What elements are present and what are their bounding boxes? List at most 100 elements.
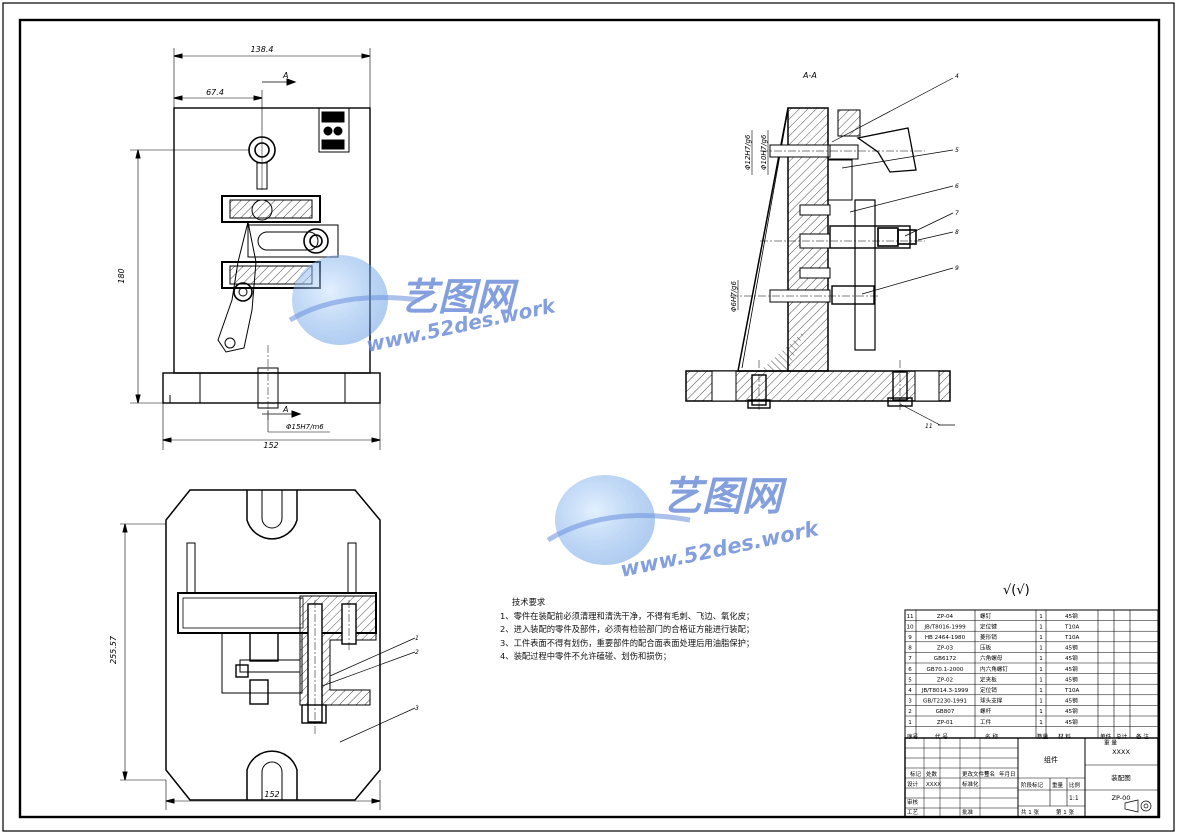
bom-cell-code: HB 2464-1980: [925, 635, 966, 641]
bom-cell-mat: 45钢: [1065, 718, 1078, 726]
section-view: [685, 77, 955, 426]
bom-cell-code: GB70.1-2000: [927, 667, 964, 673]
dim-base-width: 152: [263, 441, 278, 450]
section-arrow-a-bottom: A: [282, 405, 288, 414]
bom-cell-no: 7: [908, 656, 912, 662]
tb-std: 标准化: [962, 780, 979, 788]
bom-cell-qty: 1: [1039, 667, 1043, 673]
section-arrow-a-top: A: [282, 71, 288, 80]
tb-approve: 批准: [962, 808, 974, 816]
tech-item: 3、工件表面不得有划伤，重要部件的配合面表面处理后用油脂保护；: [500, 637, 755, 648]
balloon: 9: [955, 265, 959, 272]
bom-cell-mat: T10A: [1064, 624, 1080, 630]
balloon: 11: [925, 423, 933, 430]
projection-symbol-icon: [1124, 799, 1152, 813]
plan-view: [120, 489, 416, 810]
bom-header: 名 称: [985, 733, 998, 741]
tech-item: 4、装配过程中零件不允许磕碰、划伤和损伤；: [500, 651, 672, 662]
tb-sheet-no: 第 1 张: [1056, 808, 1074, 816]
dim-front-width: 138.4: [251, 45, 274, 54]
bom-cell-mat: 45钢: [1065, 665, 1078, 673]
bom-cell-code: GB/T2230-1991: [923, 699, 967, 705]
bom-cell-no: 11: [906, 614, 914, 620]
tb-sheet-total: 共 1 张: [1021, 808, 1039, 816]
bom-cell-no: 9: [908, 635, 912, 641]
bom-header-weight: 重 量: [1104, 739, 1117, 747]
tb-design-name: XXXX: [926, 782, 941, 788]
tb-mark: 标记: [910, 770, 922, 778]
tb-drawing-name: 装配图: [1111, 773, 1131, 782]
bom-header: 数量: [1037, 733, 1049, 741]
bom-cell-code: ZP-04: [937, 614, 954, 620]
section-title: A-A: [802, 71, 817, 80]
bom-cell-code: JB/T8016-1999: [923, 624, 966, 630]
tb-scale: 1:1: [1069, 795, 1079, 802]
bom-cell-name: 内六角螺钉: [980, 665, 1008, 673]
balloon: 6: [955, 183, 959, 190]
bom-cell-name: 螺杆: [980, 707, 992, 715]
bom-cell-qty: 1: [1039, 677, 1043, 683]
dim-front-offset: 67.4: [206, 88, 224, 97]
bom-cell-no: 10: [906, 624, 914, 630]
dim-front-height: 180: [117, 268, 126, 283]
tech-item: 1、零件在装配前必须清理和清洗干净，不得有毛刺、飞边、氧化皮；: [500, 610, 755, 621]
bom-header: 材 料: [1058, 733, 1071, 741]
bom-cell-name: 定夹板: [980, 675, 997, 683]
dim-section-fit1: Φ12H7/g6: [744, 134, 752, 170]
bom-cell-qty: 1: [1039, 624, 1043, 630]
tb-drawing-no: ZP-00: [1112, 794, 1131, 802]
tb-date: 年月日: [999, 770, 1016, 778]
tb-part: 组件: [1044, 755, 1058, 764]
bom-cell-name: 压板: [980, 644, 992, 652]
bom-header: 代 号: [935, 733, 948, 741]
tb-company: XXXX: [1112, 748, 1130, 756]
tb-stage-label: 阶段标记: [1021, 781, 1044, 789]
balloon: 2: [415, 649, 419, 656]
bom-cell-mat: 45钢: [1065, 707, 1078, 715]
dim-section-fit2: Φ10H7/g6: [760, 134, 768, 170]
watermark-2: 艺图网 www.52des.work: [546, 474, 823, 582]
tb-scale-label: 比例: [1069, 781, 1081, 789]
tb-check: 审核: [907, 798, 919, 806]
bom-cell-name: 定位销: [980, 686, 997, 694]
balloon: 3: [415, 705, 419, 712]
bom-cell-no: 6: [908, 667, 912, 673]
bom-cell-code: ZP-03: [937, 646, 954, 652]
bom-header: 备 注: [1136, 733, 1149, 741]
bom-cell-qty: 1: [1039, 646, 1043, 652]
bom-header: 单件: [1100, 733, 1112, 741]
bom-cell-code: JB/T8014.3-1999: [921, 688, 969, 694]
bom-cell-qty: 1: [1039, 709, 1043, 715]
watermark-name: 艺图网: [400, 275, 519, 319]
bom-cell-qty: 1: [1039, 720, 1043, 726]
roughness-symbol: √(√): [1003, 583, 1030, 598]
bom-cell-no: 3: [908, 699, 912, 705]
bom-cell-no: 2: [908, 709, 912, 715]
tb-sign: 签名: [984, 770, 995, 778]
inner-border: [18, 18, 1161, 819]
bom-cell-mat: 45钢: [1065, 697, 1078, 705]
bom-cell-mat: 45钢: [1065, 675, 1078, 683]
balloon: 4: [955, 73, 959, 80]
bom-cell-qty: 1: [1039, 699, 1043, 705]
bom-cell-name: 工件: [980, 718, 992, 726]
bom-cell-mat: T10A: [1064, 635, 1080, 641]
bom-cell-qty: 1: [1039, 656, 1043, 662]
balloon: 7: [955, 210, 959, 217]
tb-weight-label: 重量: [1052, 781, 1064, 789]
bom-cell-mat: T10A: [1064, 688, 1080, 694]
bom-header: 总计: [1116, 733, 1128, 741]
bom-cell-mat: 45钢: [1065, 654, 1078, 662]
technical-requirements: 技术要求 1、零件在装配前必须清理和清洗干净，不得有毛刺、飞边、氧化皮； 2、进…: [500, 596, 880, 664]
bom-cell-code: ZP-01: [937, 720, 954, 726]
watermark-1: 艺图网 www.52des.work: [288, 255, 559, 357]
bom-cell-code: GB6172: [934, 656, 956, 662]
bom-header: 序号: [907, 733, 919, 741]
tech-title: 技术要求: [512, 597, 546, 607]
tb-change-no: 更改文件号: [962, 770, 990, 778]
bom-cell-qty: 1: [1039, 614, 1043, 620]
